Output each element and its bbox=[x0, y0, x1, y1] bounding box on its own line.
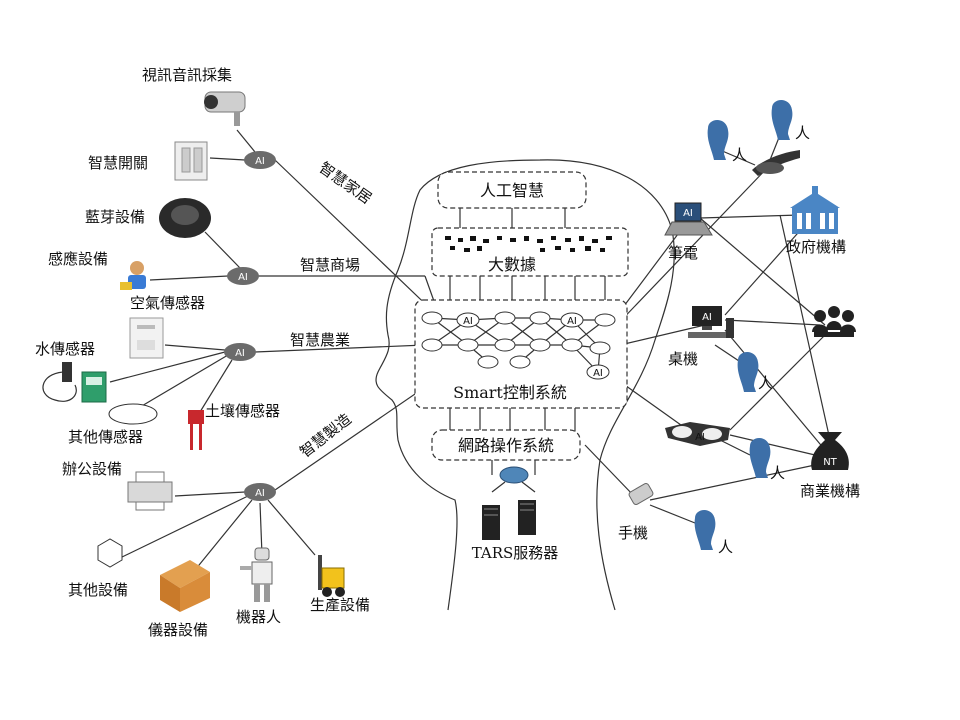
office-label: 辦公設備 bbox=[62, 460, 122, 478]
ai-box-label: 人工智慧 bbox=[480, 181, 544, 200]
network-ai-node-3: AI bbox=[586, 364, 610, 380]
bigdata-network-connectors bbox=[449, 276, 606, 302]
branch-smart-manufacturing: 智慧製造 bbox=[296, 410, 354, 461]
bigdata-blocks bbox=[445, 236, 612, 252]
instrument-box-icon bbox=[160, 560, 210, 612]
robot-icon bbox=[240, 547, 273, 602]
forklift-icon bbox=[318, 555, 345, 597]
ai-box: 人工智慧 bbox=[437, 171, 587, 209]
bigdata-box: 大數據 bbox=[431, 227, 629, 277]
soil-sensor-label: 土壤傳感器 bbox=[205, 402, 280, 420]
network-os-box: 網路操作系統 bbox=[431, 429, 581, 461]
business-label: 商業機構 bbox=[800, 482, 860, 500]
person-icon-5 bbox=[694, 510, 716, 550]
phone-label: 手機 bbox=[618, 524, 648, 542]
camera-icon bbox=[204, 91, 246, 126]
water-sensor-icon bbox=[42, 362, 107, 403]
bluetooth-label: 藍芽設備 bbox=[85, 208, 145, 226]
svg-text:AI: AI bbox=[255, 156, 265, 167]
person-label-5: 人 bbox=[718, 538, 733, 556]
svg-text:AI: AI bbox=[702, 312, 712, 323]
smart-switch-icon bbox=[174, 141, 208, 181]
water-sensor-label: 水傳感器 bbox=[35, 340, 95, 358]
smart-switch-label: 智慧開關 bbox=[88, 154, 148, 172]
person-icon-4 bbox=[749, 438, 771, 478]
branch-smart-home: 智慧家居 bbox=[316, 159, 375, 208]
laptop-icon: AI bbox=[664, 202, 713, 236]
control-system-box: AI AI AI Smart控制系統 bbox=[414, 299, 628, 409]
sensing-label: 感應設備 bbox=[48, 250, 108, 268]
control-network-connectors bbox=[449, 408, 576, 432]
laptop-label: 筆電 bbox=[668, 244, 698, 262]
head-outline bbox=[375, 159, 675, 611]
svg-text:AI: AI bbox=[683, 208, 693, 219]
sensing-device-icon bbox=[120, 261, 146, 290]
ai-hub-mall: AI bbox=[227, 267, 259, 285]
person-icon-1 bbox=[707, 120, 729, 160]
other-device-label: 其他設備 bbox=[68, 581, 128, 599]
other-sensor-label: 其他傳感器 bbox=[68, 428, 143, 446]
bigdata-box-label: 大數據 bbox=[488, 255, 536, 274]
svg-text:AI: AI bbox=[235, 348, 245, 359]
bluetooth-speaker-icon bbox=[159, 198, 211, 238]
branch-smart-mall: 智慧商場 bbox=[300, 256, 360, 274]
desktop-label: 桌機 bbox=[668, 350, 698, 368]
other-device-icon bbox=[97, 538, 123, 568]
person-label-1: 人 bbox=[732, 146, 747, 164]
network-os-label: 網路操作系統 bbox=[458, 436, 554, 455]
network-ai-node-2: AI bbox=[560, 312, 584, 328]
svg-text:AI: AI bbox=[255, 488, 265, 499]
phone-icon bbox=[628, 483, 654, 505]
soil-sensor-icon bbox=[188, 410, 204, 450]
neural-network-nodes bbox=[421, 311, 616, 369]
svg-text:AI: AI bbox=[567, 316, 577, 327]
person-label-3: 人 bbox=[758, 374, 773, 392]
production-label: 生產設備 bbox=[310, 596, 370, 614]
money-bag-icon: NT bbox=[811, 432, 849, 470]
vr-glasses-icon bbox=[752, 150, 800, 176]
government-label: 政府機構 bbox=[786, 238, 846, 256]
network-ai-node-1: AI bbox=[456, 312, 480, 328]
svg-text:AI: AI bbox=[463, 316, 473, 327]
branch-smart-agriculture: 智慧農業 bbox=[290, 331, 350, 349]
camera-label: 視訊音訊採集 bbox=[142, 66, 232, 84]
ai-hub-agriculture: AI bbox=[224, 343, 256, 361]
svg-text:AI: AI bbox=[695, 432, 705, 443]
svg-text:AI: AI bbox=[238, 272, 248, 283]
svg-text:NT: NT bbox=[823, 457, 837, 468]
air-sensor-label: 空氣傳感器 bbox=[130, 294, 205, 312]
person-label-2: 人 bbox=[795, 124, 810, 142]
person-label-4: 人 bbox=[770, 464, 785, 482]
desktop-icon: AI bbox=[688, 306, 734, 338]
ai-hub-home: AI bbox=[244, 151, 276, 169]
server-icon bbox=[482, 460, 536, 540]
printer-icon bbox=[127, 471, 173, 511]
air-sensor-icon bbox=[129, 317, 164, 359]
government-building-icon bbox=[790, 186, 840, 234]
person-icon-2 bbox=[771, 100, 793, 140]
instrument-label: 儀器設備 bbox=[148, 621, 208, 639]
ai-hub-manufacturing: AI bbox=[244, 483, 276, 501]
svg-text:AI: AI bbox=[593, 368, 603, 379]
person-icon-3 bbox=[737, 352, 759, 392]
server-label: TARS服務器 bbox=[472, 544, 559, 562]
ai-bigdata-connectors bbox=[459, 208, 566, 230]
robot-label: 機器人 bbox=[236, 608, 281, 626]
people-group-icon bbox=[812, 306, 856, 337]
control-system-label: Smart控制系統 bbox=[453, 383, 567, 402]
other-sensor-icon bbox=[108, 403, 158, 425]
ar-glasses-icon: AI bbox=[665, 422, 730, 446]
